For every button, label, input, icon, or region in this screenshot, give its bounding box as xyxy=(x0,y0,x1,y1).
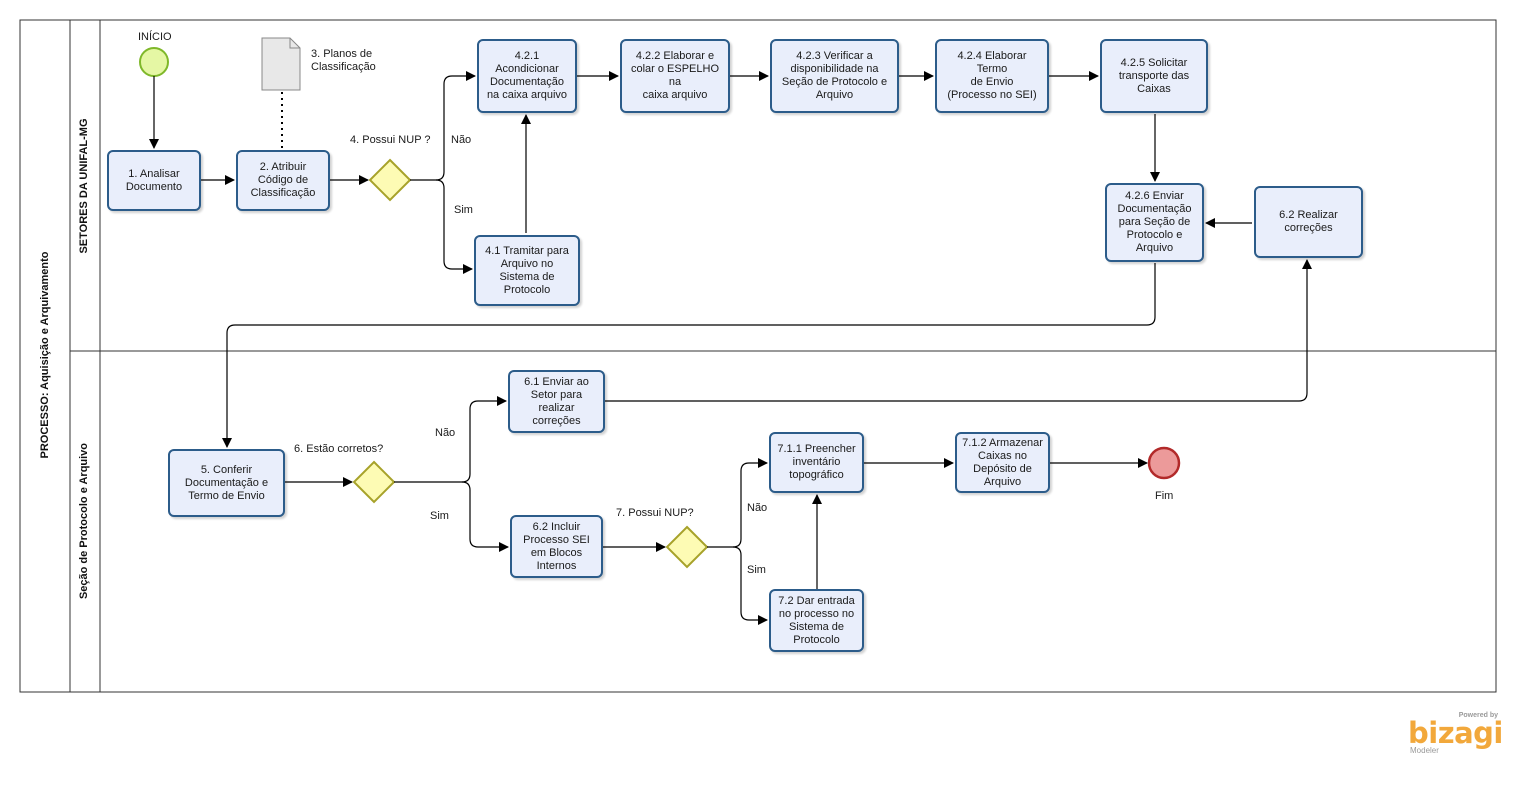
flow-label-g7-yes: Sim xyxy=(747,564,766,576)
task-incluir-processo-sei[interactable]: 6.2 Incluir Processo SEI em Blocos Inter… xyxy=(510,515,603,578)
flow-g6-yes xyxy=(461,481,509,552)
gateway-possui-nup-7[interactable] xyxy=(665,525,709,569)
lane-title-setores: SETORES DA UNIFAL-MG xyxy=(78,118,90,254)
flow-label-g4-no: Não xyxy=(451,134,472,146)
flow-label-g7-no: Não xyxy=(747,502,768,514)
pool-title: PROCESSO: Aquisição e Arquivamento xyxy=(39,251,51,459)
end-event[interactable] xyxy=(1147,446,1181,480)
start-event-label: INÍCIO xyxy=(138,31,172,43)
flow-g7-yes xyxy=(732,546,768,625)
flow-61-to-62r xyxy=(605,259,1312,402)
gateway-possui-nup[interactable] xyxy=(368,158,412,202)
task-enviar-setor-correcoes[interactable]: 6.1 Enviar ao Setor para realizar correç… xyxy=(508,370,605,433)
task-preencher-inventario[interactable]: 7.1.1 Preencher inventário topográfico xyxy=(769,432,864,493)
task-enviar-documentacao[interactable]: 4.2.6 Enviar Documentação para Seção de … xyxy=(1105,183,1204,262)
task-elaborar-espelho[interactable]: 4.2.2 Elaborar e colar o ESPELHO na caix… xyxy=(620,39,730,113)
task-conferir-documentacao[interactable]: 5. Conferir Documentação e Termo de Envi… xyxy=(168,449,285,517)
flow-426-to-5 xyxy=(222,263,1156,448)
task-analisar-documento[interactable]: 1. Analisar Documento xyxy=(107,150,201,211)
end-event-label: Fim xyxy=(1155,490,1174,502)
task-verificar-disponibilidade[interactable]: 4.2.3 Verificar a disponibilidade na Seç… xyxy=(770,39,899,113)
task-atribuir-codigo[interactable]: 2. Atribuir Código de Classificação xyxy=(236,150,330,211)
task-acondicionar-documentacao[interactable]: 4.2.1 Acondicionar Documentação na caixa… xyxy=(477,39,577,113)
flow-label-g6-no: Não xyxy=(435,427,456,439)
task-armazenar-caixas[interactable]: 7.1.2 Armazenar Caixas no Depósito de Ar… xyxy=(955,432,1050,493)
task-tramitar-arquivo[interactable]: 4.1 Tramitar para Arquivo no Sistema de … xyxy=(474,235,580,306)
task-realizar-correcoes[interactable]: 6.2 Realizar correções xyxy=(1254,186,1363,258)
gateway-possui-nup-label: 4. Possui NUP ? xyxy=(350,134,431,146)
task-elaborar-termo[interactable]: 4.2.4 Elaborar Termo de Envio (Processo … xyxy=(935,39,1049,113)
pool-frame xyxy=(19,19,1497,693)
classification-plans-document-icon[interactable] xyxy=(261,37,301,91)
lane-title-protocolo: Seção de Protocolo e Arquivo xyxy=(78,442,90,600)
flow-g6-no xyxy=(394,396,507,483)
classification-plans-label: 3. Planos de Classificação xyxy=(311,48,376,73)
flow-label-g4-yes: Sim xyxy=(454,204,473,216)
flow-g4-no xyxy=(410,71,476,181)
flow-g4-yes xyxy=(435,179,473,274)
gateway-possui-nup-7-label: 7. Possui NUP? xyxy=(616,507,694,519)
flow-label-g6-yes: Sim xyxy=(430,510,449,522)
document-fold xyxy=(289,38,300,49)
start-event[interactable] xyxy=(139,47,169,77)
bizagi-logo: Powered by bizagi Modeler xyxy=(1408,712,1503,757)
task-solicitar-transporte[interactable]: 4.2.5 Solicitar transporte das Caixas xyxy=(1100,39,1208,113)
powered-by-label: Powered by xyxy=(1458,712,1498,719)
flow-g7-no xyxy=(707,458,768,548)
bizagi-wordmark: bizagi xyxy=(1408,716,1503,750)
gateway-estao-corretos-label: 6. Estão corretos? xyxy=(294,443,384,455)
task-dar-entrada-processo[interactable]: 7.2 Dar entrada no processo no Sistema d… xyxy=(769,589,864,652)
modeler-label: Modeler xyxy=(1410,746,1439,755)
gateway-estao-corretos[interactable] xyxy=(352,460,396,504)
